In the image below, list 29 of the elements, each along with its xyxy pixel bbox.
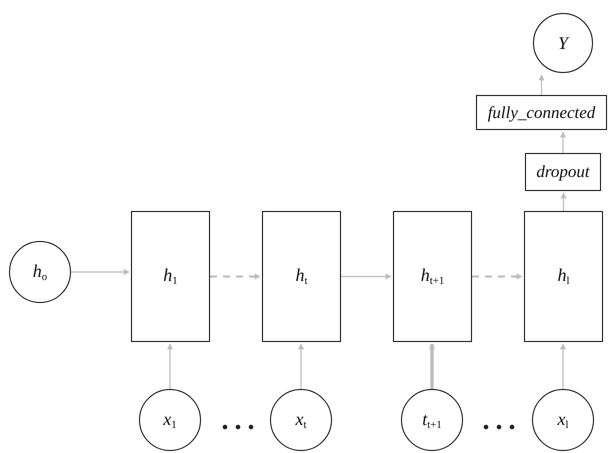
- arrow: [167, 343, 173, 389]
- arrow: [472, 274, 523, 280]
- arrow: [560, 192, 566, 211]
- node-label: h$_{t}$: [296, 265, 308, 288]
- node-label: x$_{l}$: [558, 408, 568, 432]
- node-label: Y: [558, 32, 568, 54]
- layer-box: [524, 211, 603, 342]
- arrow: [429, 343, 435, 389]
- node-label: t$_{t+1}$: [422, 408, 442, 432]
- arrow: [560, 131, 566, 153]
- node-label: x$_{1}$: [163, 408, 177, 432]
- arrow: [538, 74, 544, 95]
- node-label: fully_connected: [488, 102, 596, 122]
- layer-box: [393, 211, 472, 342]
- arrow: [210, 274, 261, 280]
- arrow: [71, 269, 130, 275]
- node-label: h$_{o}$: [32, 260, 48, 284]
- layer-box: [476, 95, 607, 130]
- arrow: [298, 343, 304, 389]
- node-label: h$_{l}$: [558, 265, 570, 288]
- node-label: x$_{t}$: [296, 408, 306, 432]
- layer-box: [131, 211, 210, 342]
- node-label: dropout: [536, 162, 590, 182]
- layer-box: [262, 211, 341, 342]
- node-label: h$_{1}$: [163, 265, 178, 288]
- arrow: [560, 343, 566, 389]
- arrow: [341, 274, 392, 280]
- node-label: h$_{t+1}$: [420, 265, 444, 288]
- layer-box: [525, 153, 601, 191]
